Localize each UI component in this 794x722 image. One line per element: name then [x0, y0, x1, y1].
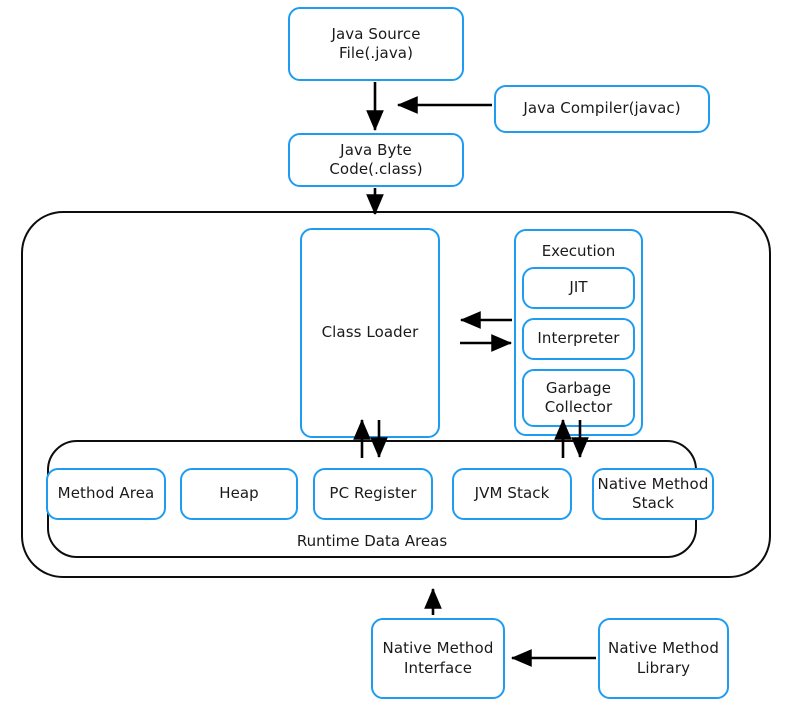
- node-interpreter: Interpreter: [522, 318, 635, 360]
- node-jit: JIT: [522, 267, 635, 309]
- node-jvm-stack: JVM Stack: [452, 468, 572, 520]
- node-garbage-collector: Garbage Collector: [522, 369, 635, 427]
- node-native-method-stack: Native Method Stack: [592, 468, 714, 520]
- node-pc-register: PC Register: [313, 468, 433, 520]
- node-java-source-file: Java Source File(.java): [288, 7, 464, 81]
- node-class-loader: Class Loader: [300, 228, 440, 438]
- node-native-method-library: Native Method Library: [598, 618, 729, 699]
- node-java-compiler: Java Compiler(javac): [494, 85, 710, 133]
- node-java-byte-code: Java Byte Code(.class): [288, 133, 464, 187]
- node-method-area: Method Area: [46, 468, 166, 520]
- node-native-method-interface: Native Method Interface: [371, 618, 505, 699]
- node-heap: Heap: [180, 468, 298, 520]
- runtime-data-areas-label: Runtime Data Areas: [296, 532, 448, 550]
- execution-title: Execution: [541, 242, 616, 260]
